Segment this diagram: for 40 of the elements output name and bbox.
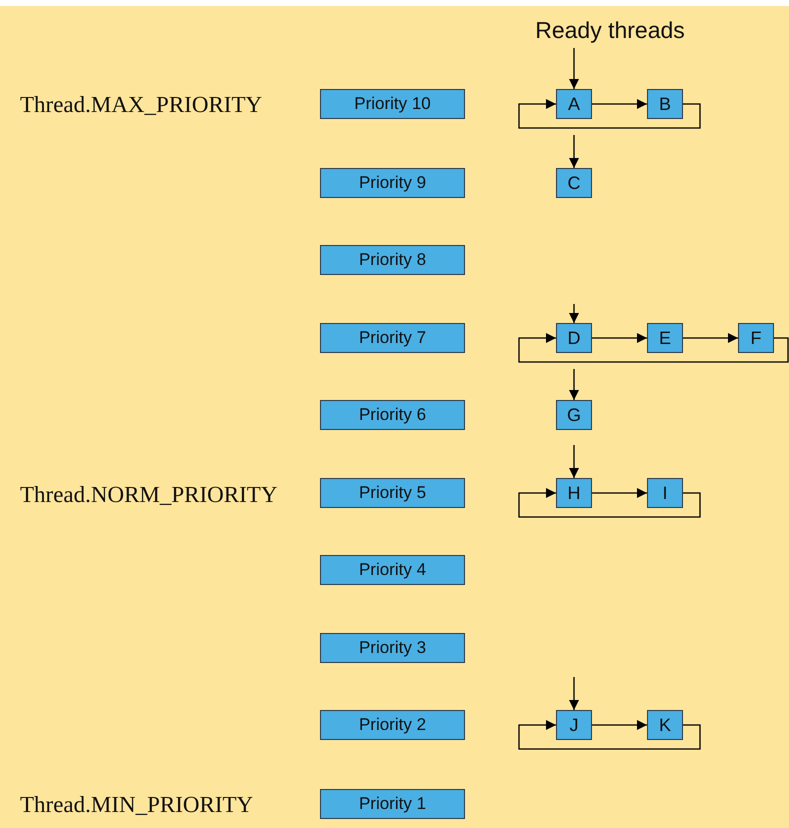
priority-constant-label: Thread.NORM_PRIORITY [20,482,278,508]
priority-constant-label: Thread.MAX_PRIORITY [20,92,262,118]
arrow [592,99,647,109]
priority-box: Priority 5 [320,478,465,508]
priority-box: Priority 4 [320,555,465,585]
thread-box: B [647,89,683,119]
priority-box: Priority 3 [320,633,465,663]
thread-box: G [556,400,592,430]
thread-box: A [556,89,592,119]
priority-box: Priority 1 [320,789,465,819]
thread-box: J [556,710,592,740]
thread-box: I [647,478,683,508]
priority-box: Priority 10 [320,89,465,119]
arrow [569,445,579,478]
thread-box: D [556,323,592,353]
priority-box: Priority 9 [320,168,465,198]
priority-box: Priority 8 [320,245,465,275]
priority-constant-label: Thread.MIN_PRIORITY [20,792,254,818]
thread-box: H [556,478,592,508]
arrow [569,135,579,168]
loop-arrow [518,488,701,518]
arrow [569,48,579,89]
arrow [592,488,647,498]
priority-box: Priority 6 [320,400,465,430]
thread-box: E [647,323,683,353]
loop-arrow [518,720,701,750]
priority-box: Priority 7 [320,323,465,353]
arrow [569,369,579,400]
arrow [592,333,647,343]
loop-arrow [518,333,789,363]
loop-arrow [518,99,701,129]
thread-box: F [738,323,774,353]
arrow [569,677,579,710]
arrow [569,304,579,323]
priority-box: Priority 2 [320,710,465,740]
thread-box: C [556,168,592,198]
arrow [683,333,738,343]
arrow [592,720,647,730]
thread-box: K [647,710,683,740]
heading-text: Ready threads [520,14,700,46]
